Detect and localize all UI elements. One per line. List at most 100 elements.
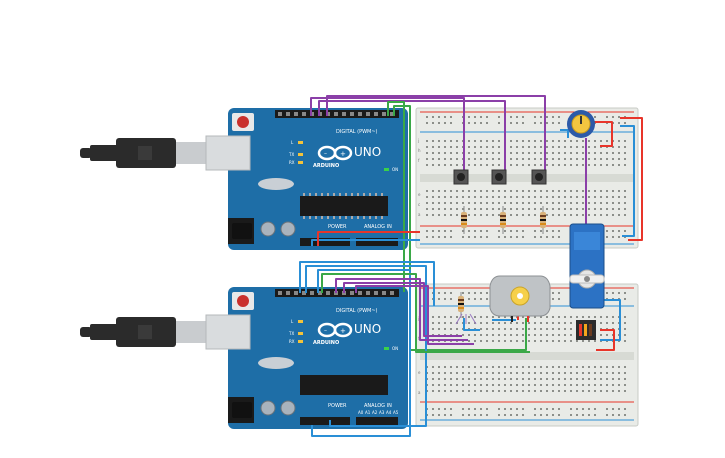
breadboard-hole [444, 152, 446, 154]
breadboard-hole [474, 208, 476, 210]
breadboard-hole [456, 146, 458, 148]
breadboard-hole [558, 378, 560, 380]
breadboard-hole [570, 408, 572, 410]
breadboard-hole [594, 190, 596, 192]
breadboard-hole [624, 196, 626, 198]
breadboard-hole [576, 316, 578, 318]
wire-blue[interactable] [299, 261, 435, 306]
breadboard-hole [534, 196, 536, 198]
breadboard-hole [558, 152, 560, 154]
breadboard-hole [468, 408, 470, 410]
breadboard-hole [618, 140, 620, 142]
breadboard-hole [432, 208, 434, 210]
breadboard-hole [498, 316, 500, 318]
breadboard-hole [558, 384, 560, 386]
breadboard-hole [438, 378, 440, 380]
breadboard-hole [600, 378, 602, 380]
breadboard-hole [624, 384, 626, 386]
breadboard-hole [522, 328, 524, 330]
breadboard-hole [468, 366, 470, 368]
wire-purple[interactable] [310, 97, 465, 176]
breadboard-hole [504, 372, 506, 374]
breadboard-hole [612, 316, 614, 318]
breadboard-hole [468, 230, 470, 232]
wire-blue[interactable] [311, 239, 420, 246]
wire-blue[interactable] [311, 269, 411, 437]
breadboard-hole [474, 292, 476, 294]
breadboard-hole [546, 328, 548, 330]
wire-purple[interactable] [326, 95, 546, 176]
breadboard-hole [462, 292, 464, 294]
breadboard-hole [444, 196, 446, 198]
wire-blue[interactable] [598, 299, 621, 341]
breadboard-hole [588, 140, 590, 142]
breadboard-hole [588, 214, 590, 216]
wire-red[interactable] [620, 117, 643, 241]
breadboard-hole [552, 372, 554, 374]
breadboard-hole [552, 164, 554, 166]
push-button[interactable] [531, 169, 547, 185]
breadboard-hole [456, 372, 458, 374]
breadboard-hole [582, 372, 584, 374]
wire-blue[interactable] [560, 129, 569, 138]
breadboard-hole [552, 340, 554, 342]
breadboard-hole [564, 196, 566, 198]
breadboard-hole [492, 316, 494, 318]
reset-button-icon[interactable] [237, 295, 249, 307]
dc-motor[interactable] [489, 275, 551, 322]
breadboard-hole [498, 158, 500, 160]
wire-purple[interactable] [355, 285, 474, 345]
breadboard-hole [546, 152, 548, 154]
breadboard-hole [534, 384, 536, 386]
wire-red[interactable] [317, 231, 420, 246]
breadboard-hole [480, 328, 482, 330]
wire-red[interactable] [585, 121, 613, 147]
wire-blue[interactable] [463, 318, 480, 331]
breadboard-hole [504, 384, 506, 386]
arduino-uno-bottom[interactable]: DIGITAL (PWM~) – + UNO ARDUINO L TX RX O… [205, 287, 408, 429]
wires [299, 95, 643, 437]
breadboard-hole [432, 122, 434, 124]
breadboard-hole [450, 116, 452, 118]
breadboard-hole [480, 122, 482, 124]
push-button[interactable] [453, 169, 469, 185]
breadboard-hole [612, 158, 614, 160]
breadboard-hole [558, 146, 560, 148]
breadboard-hole [492, 190, 494, 192]
breadboard-hole [624, 372, 626, 374]
breadboard-hole [546, 340, 548, 342]
wire-blue[interactable] [620, 125, 635, 237]
breadboard-hole [612, 236, 614, 238]
push-button[interactable] [491, 169, 507, 185]
wire-purple[interactable] [318, 100, 506, 176]
wire-purple[interactable] [343, 282, 462, 337]
breadboard-hole [624, 164, 626, 166]
breadboard-hole [546, 390, 548, 392]
breadboard-hole [486, 322, 488, 324]
breadboard-hole [480, 158, 482, 160]
arduino-uno-top[interactable]: DIGITAL (PWM~) – + UNO ARDUINO L TX RX O… [205, 108, 408, 250]
breadboard-hole [564, 372, 566, 374]
wire-green[interactable] [387, 101, 405, 292]
breadboard-hole [480, 378, 482, 380]
breadboard-hole [444, 322, 446, 324]
breadboard-hole [600, 158, 602, 160]
wire-green[interactable] [393, 105, 527, 351]
wire-purple[interactable] [335, 278, 468, 341]
breadboard-hole [444, 366, 446, 368]
breadboard-hole [528, 366, 530, 368]
breadboard-hole [612, 190, 614, 192]
breadboard-hole [588, 208, 590, 210]
breadboard-hole [480, 322, 482, 324]
potentiometer[interactable] [567, 110, 595, 138]
breadboard-hole [426, 230, 428, 232]
breadboard-hole [522, 140, 524, 142]
wire-red[interactable] [596, 329, 615, 351]
wire-green[interactable] [321, 273, 530, 353]
servo-motor[interactable] [569, 223, 605, 309]
wire-blue[interactable] [305, 265, 427, 427]
reset-button-icon[interactable] [237, 116, 249, 128]
breadboard-hole [600, 202, 602, 204]
breadboard-hole [588, 152, 590, 154]
breadboard-hole [480, 340, 482, 342]
